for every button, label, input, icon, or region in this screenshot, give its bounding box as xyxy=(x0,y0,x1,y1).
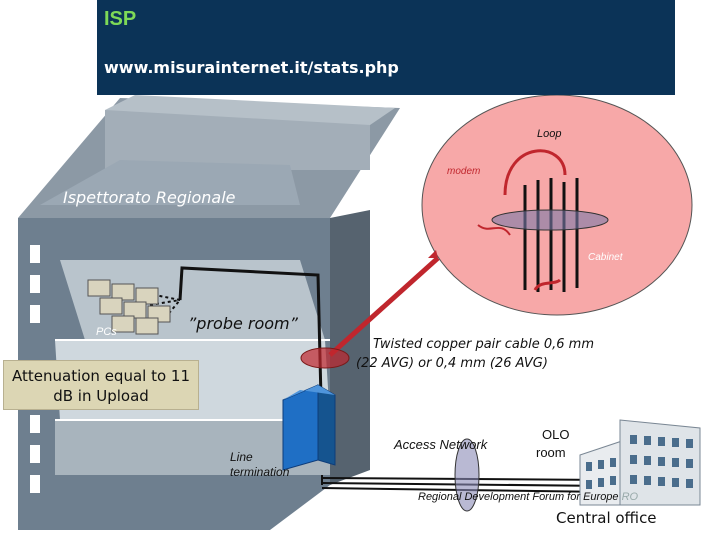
loop-arrow xyxy=(503,149,567,196)
olo-room-label-2: room xyxy=(536,445,566,460)
header-banner xyxy=(97,0,675,95)
forum-suffix: RO xyxy=(621,491,639,503)
cable-label-1: Twisted copper pair cable 0,6 mm xyxy=(373,337,595,352)
probe-room-label: ”probe room” xyxy=(188,314,298,333)
loop-circle xyxy=(421,94,693,316)
cable-label-2: (22 AVG) or 0,4 mm (26 AVG) xyxy=(356,356,548,371)
attenuation-box: Attenuation equal to 11 dB in Upload xyxy=(3,360,199,410)
loop-label: Loop xyxy=(537,128,562,140)
cabinet-cables xyxy=(523,178,579,292)
red-cable xyxy=(328,256,440,357)
cabinet-label: Cabinet xyxy=(588,252,623,263)
forum-text: Regional Development Forum for Europe xyxy=(418,491,619,503)
floor-lower xyxy=(55,420,330,475)
probe-ring xyxy=(300,347,350,369)
access-network-ring xyxy=(454,438,480,512)
line-termination-label-1: Line xyxy=(230,450,253,464)
building-windows xyxy=(30,245,40,493)
header-url: www.misurainternet.it/stats.php xyxy=(104,58,399,77)
pcs-label: PCs xyxy=(96,326,117,338)
header-title: ISP xyxy=(104,8,137,30)
olo-room-label-1: OLO xyxy=(542,427,570,442)
building-side-wall xyxy=(330,210,370,485)
building-label: Ispettorato Regionale xyxy=(63,188,236,207)
access-network-label: Access Network xyxy=(394,437,488,452)
central-office-label: Central office xyxy=(556,509,657,527)
forum-label: Regional Development Forum for Europe RO xyxy=(418,491,638,503)
attenuation-line-2: dB in Upload xyxy=(53,387,149,405)
roof-top-face xyxy=(105,110,370,170)
attenuation-line-1: Attenuation equal to 11 xyxy=(12,367,190,385)
line-termination-label-2: termination xyxy=(230,465,290,479)
cable-bundle-ring xyxy=(491,209,609,231)
modem-label: modem xyxy=(447,166,481,177)
pcs-group xyxy=(87,279,171,335)
